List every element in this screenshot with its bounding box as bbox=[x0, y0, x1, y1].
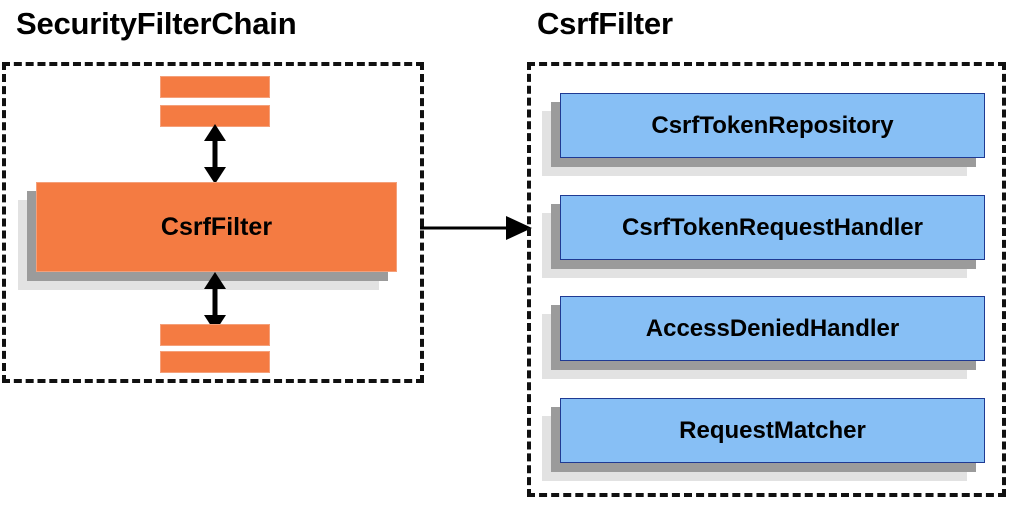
csrf-filter-label: CsrfFilter bbox=[36, 182, 397, 272]
dependency-label: CsrfTokenRequestHandler bbox=[560, 195, 985, 260]
securityfilterchain-container bbox=[2, 62, 424, 383]
dependency-node-accessdeniedhandler[interactable]: AccessDeniedHandler bbox=[542, 296, 985, 379]
dependency-node-requestmatcher[interactable]: RequestMatcher bbox=[542, 398, 985, 481]
securityfilterchain-title: SecurityFilterChain bbox=[16, 6, 297, 41]
dependency-node-csrftokenrequesthandler[interactable]: CsrfTokenRequestHandler bbox=[542, 195, 985, 278]
dependency-node-csrftokenrepository[interactable]: CsrfTokenRepository bbox=[542, 93, 985, 176]
bidirectional-arrow-down-icon bbox=[204, 272, 226, 332]
csrffilter-detail-title: CsrfFilter bbox=[537, 6, 673, 41]
expand-arrow-icon bbox=[420, 216, 532, 240]
csrf-filter-node[interactable]: CsrfFilter bbox=[18, 182, 397, 290]
filter-bar-bottom-1 bbox=[160, 324, 270, 346]
dependency-label: RequestMatcher bbox=[560, 398, 985, 463]
csrffilter-detail-container bbox=[527, 62, 1006, 497]
filter-bar-bottom-2 bbox=[160, 351, 270, 373]
filter-bar-top-1 bbox=[160, 76, 270, 98]
dependency-label: AccessDeniedHandler bbox=[560, 296, 985, 361]
dependency-label: CsrfTokenRepository bbox=[560, 93, 985, 158]
bidirectional-arrow-up-icon bbox=[204, 124, 226, 184]
